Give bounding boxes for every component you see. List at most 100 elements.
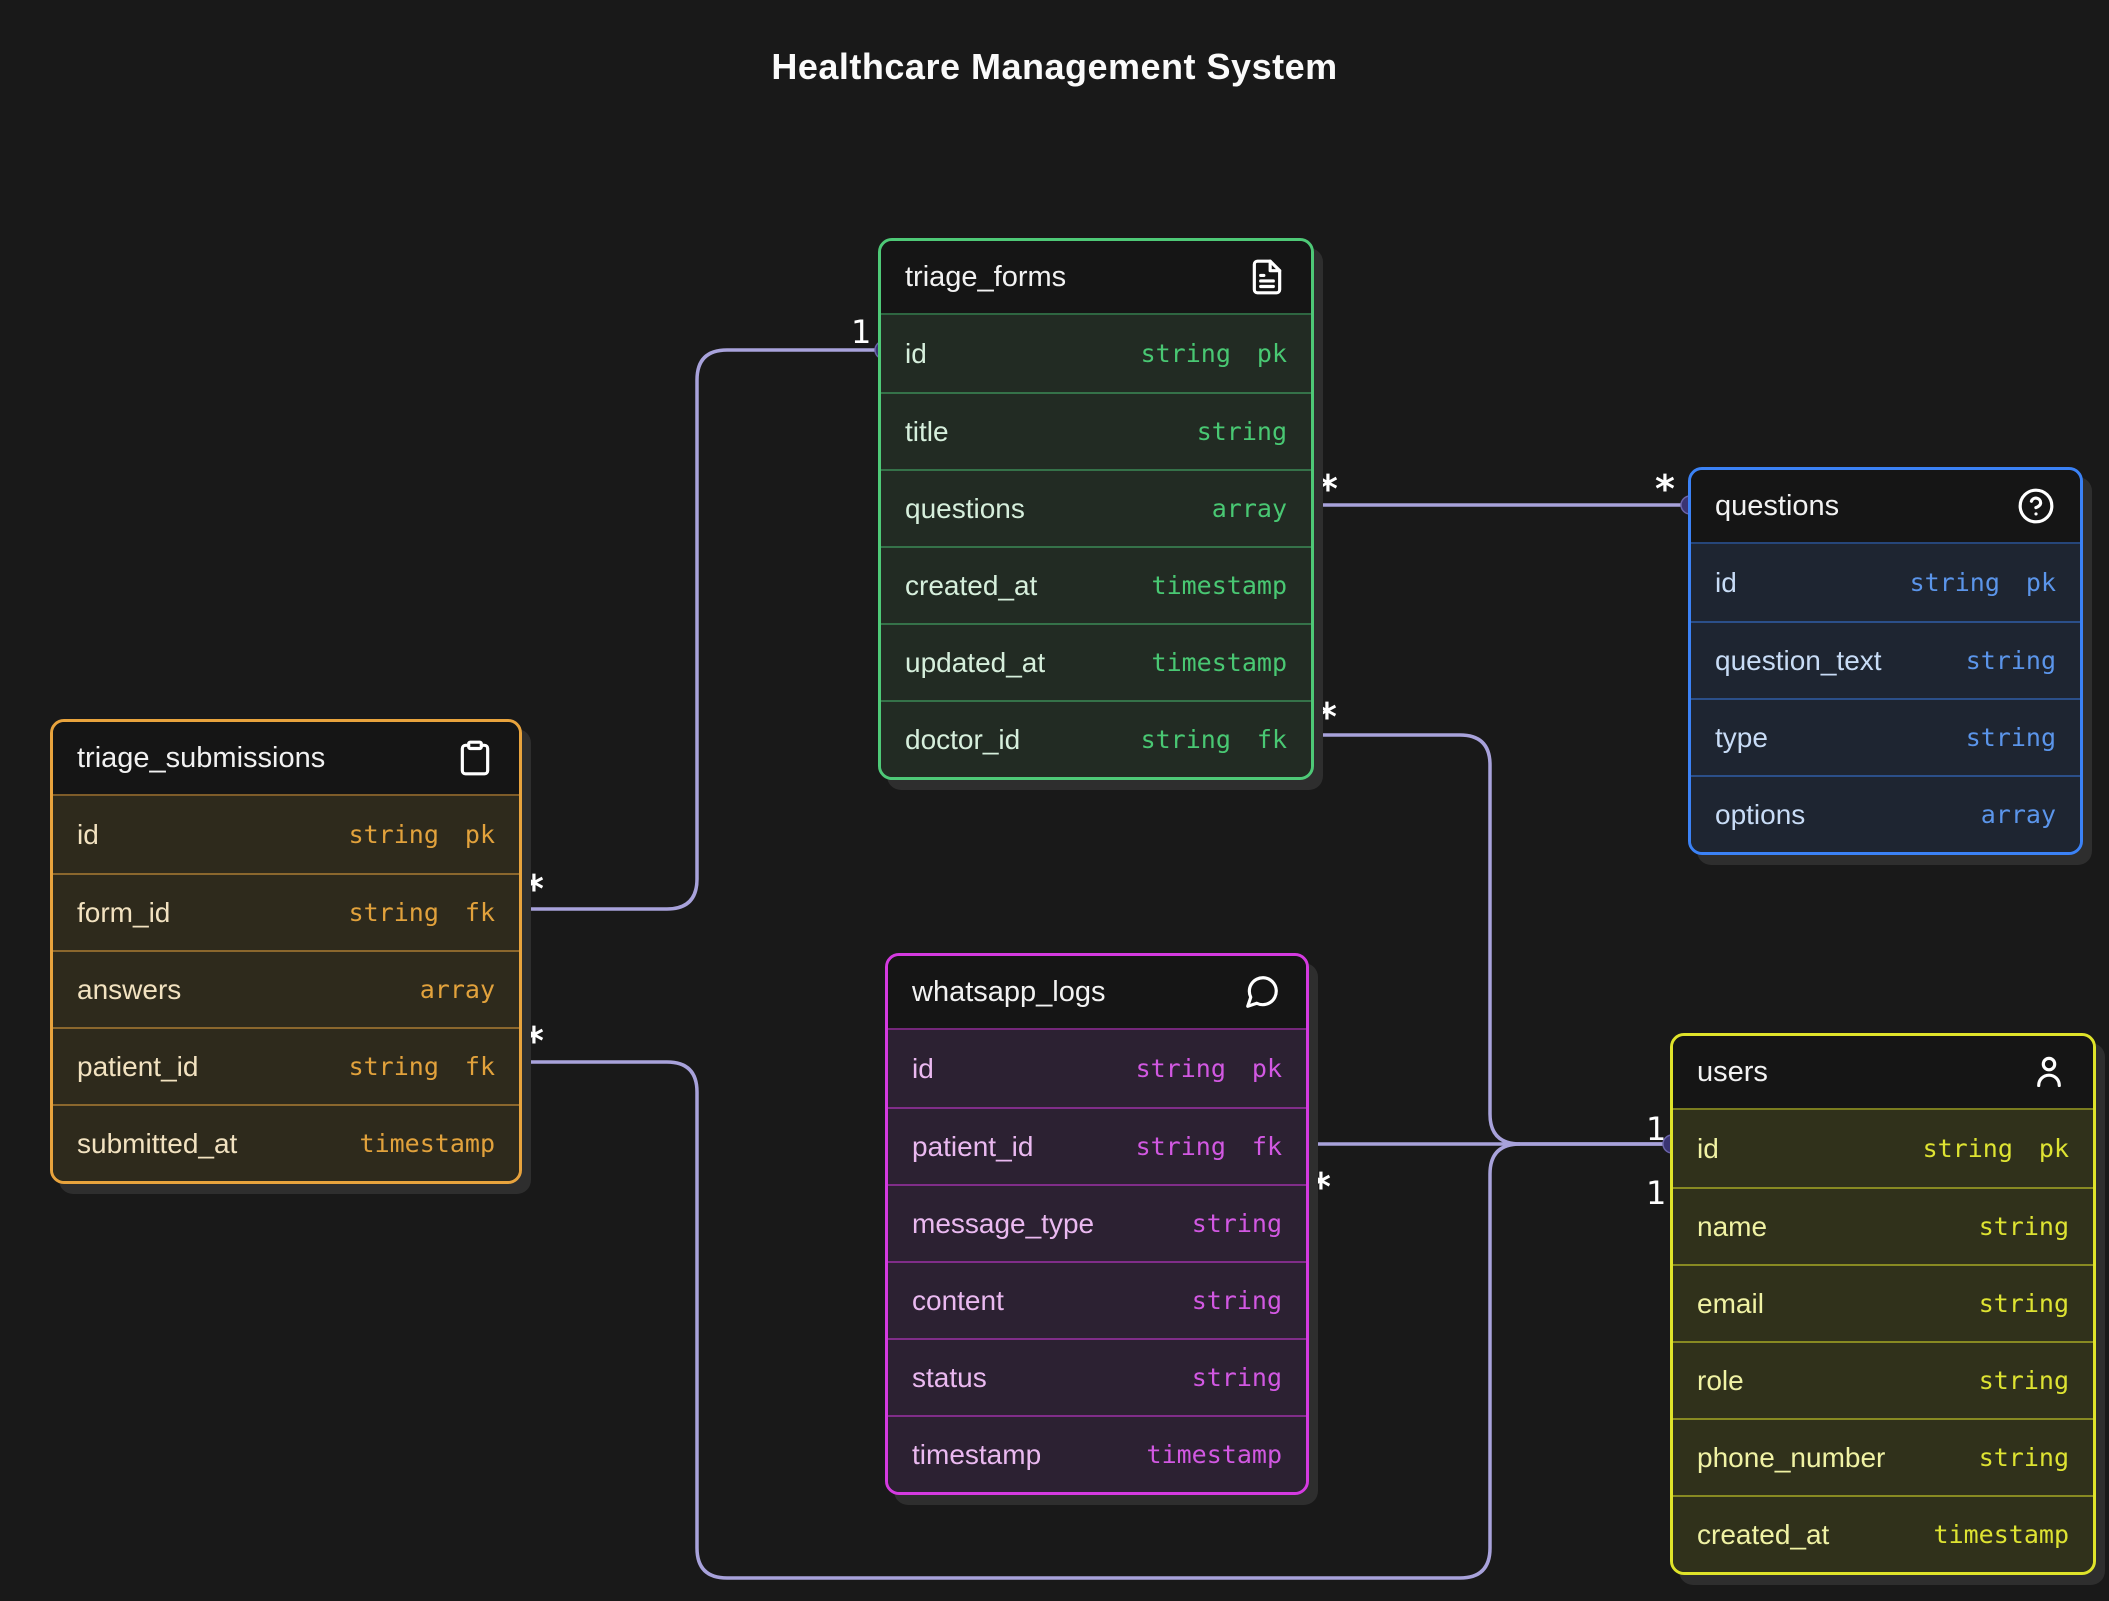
relationship-doctor-id[interactable]: * 1 bbox=[1293, 695, 1672, 1148]
table-header[interactable]: users bbox=[1673, 1036, 2093, 1110]
field-type: string bbox=[1965, 646, 2056, 675]
table-name: users bbox=[1697, 1055, 1768, 1088]
field-name: form_id bbox=[77, 896, 171, 928]
clipboard-icon bbox=[455, 738, 495, 778]
field-type: timestamp bbox=[1151, 571, 1287, 600]
field-name: doctor_id bbox=[905, 723, 1021, 755]
cardinality-one: 1 bbox=[851, 313, 871, 351]
key-badge: fk bbox=[1251, 1132, 1282, 1161]
field-type: string bbox=[1978, 1366, 2069, 1395]
relationship-questions[interactable]: * * bbox=[1293, 467, 1700, 515]
field-name: patient_id bbox=[77, 1050, 199, 1082]
field-name: message_type bbox=[912, 1207, 1095, 1239]
field-row[interactable]: role string bbox=[1673, 1341, 2093, 1418]
field-name: patient_id bbox=[912, 1130, 1034, 1162]
table-name: whatsapp_logs bbox=[912, 975, 1106, 1008]
relationship-wa-patient-id[interactable]: * 1 bbox=[1289, 1134, 1682, 1212]
table-name: triage_forms bbox=[905, 260, 1067, 293]
field-name: id bbox=[905, 337, 927, 369]
message-bubble-icon bbox=[1242, 972, 1282, 1012]
field-type: timestamp bbox=[1146, 1440, 1282, 1469]
key-badge: pk bbox=[2038, 1134, 2069, 1163]
key-badge: pk bbox=[464, 820, 495, 849]
field-name: updated_at bbox=[905, 646, 1046, 678]
field-name: timestamp bbox=[912, 1438, 1042, 1470]
field-type: timestamp bbox=[1151, 648, 1287, 677]
field-name: answers bbox=[77, 973, 182, 1005]
field-name: created_at bbox=[905, 569, 1038, 601]
table-header[interactable]: triage_forms bbox=[881, 241, 1311, 315]
table-header[interactable]: triage_submissions bbox=[53, 722, 519, 796]
key-badge: pk bbox=[2025, 568, 2056, 597]
field-type: string bbox=[1191, 1286, 1282, 1315]
field-row[interactable]: type string bbox=[1691, 698, 2080, 775]
help-circle-icon bbox=[2016, 486, 2056, 526]
cardinality-many: * bbox=[1655, 467, 1675, 511]
field-name: submitted_at bbox=[77, 1127, 238, 1159]
table-header[interactable]: whatsapp_logs bbox=[888, 956, 1306, 1030]
field-row[interactable]: name string bbox=[1673, 1187, 2093, 1264]
field-row[interactable]: created_at timestamp bbox=[881, 546, 1311, 623]
field-row[interactable]: status string bbox=[888, 1338, 1306, 1415]
field-name: id bbox=[1715, 566, 1737, 598]
table-header[interactable]: questions bbox=[1691, 470, 2080, 544]
file-text-icon bbox=[1247, 257, 1287, 297]
cardinality-one: 1 bbox=[1646, 1174, 1666, 1212]
field-row[interactable]: updated_at timestamp bbox=[881, 623, 1311, 700]
field-name: email bbox=[1697, 1287, 1764, 1319]
field-type: timestamp bbox=[359, 1129, 495, 1158]
table-name: triage_submissions bbox=[77, 741, 326, 774]
field-type: array bbox=[1980, 800, 2056, 829]
field-name: type bbox=[1715, 721, 1768, 753]
key-badge: fk bbox=[464, 1052, 495, 1081]
field-name: role bbox=[1697, 1364, 1744, 1396]
field-type: string bbox=[1965, 723, 2056, 752]
field-type: timestamp bbox=[1933, 1520, 2069, 1549]
cardinality-many: * bbox=[1311, 1165, 1331, 1209]
field-row[interactable]: submitted_at timestamp bbox=[53, 1104, 519, 1181]
field-type: string bbox=[1978, 1212, 2069, 1241]
field-row[interactable]: timestamp timestamp bbox=[888, 1415, 1306, 1492]
key-badge: pk bbox=[1251, 1054, 1282, 1083]
field-row[interactable]: phone_number string bbox=[1673, 1418, 2093, 1495]
field-name: status bbox=[912, 1361, 987, 1393]
key-badge: fk bbox=[464, 898, 495, 927]
field-name: phone_number bbox=[1697, 1441, 1886, 1473]
table-name: questions bbox=[1715, 489, 1840, 522]
field-type: string bbox=[1978, 1443, 2069, 1472]
field-name: options bbox=[1715, 798, 1806, 830]
relationship-form-id[interactable]: * 1 bbox=[497, 313, 894, 919]
field-name: name bbox=[1697, 1210, 1768, 1242]
field-type: string bbox=[1191, 1363, 1282, 1392]
field-row[interactable]: options array bbox=[1691, 775, 2080, 852]
